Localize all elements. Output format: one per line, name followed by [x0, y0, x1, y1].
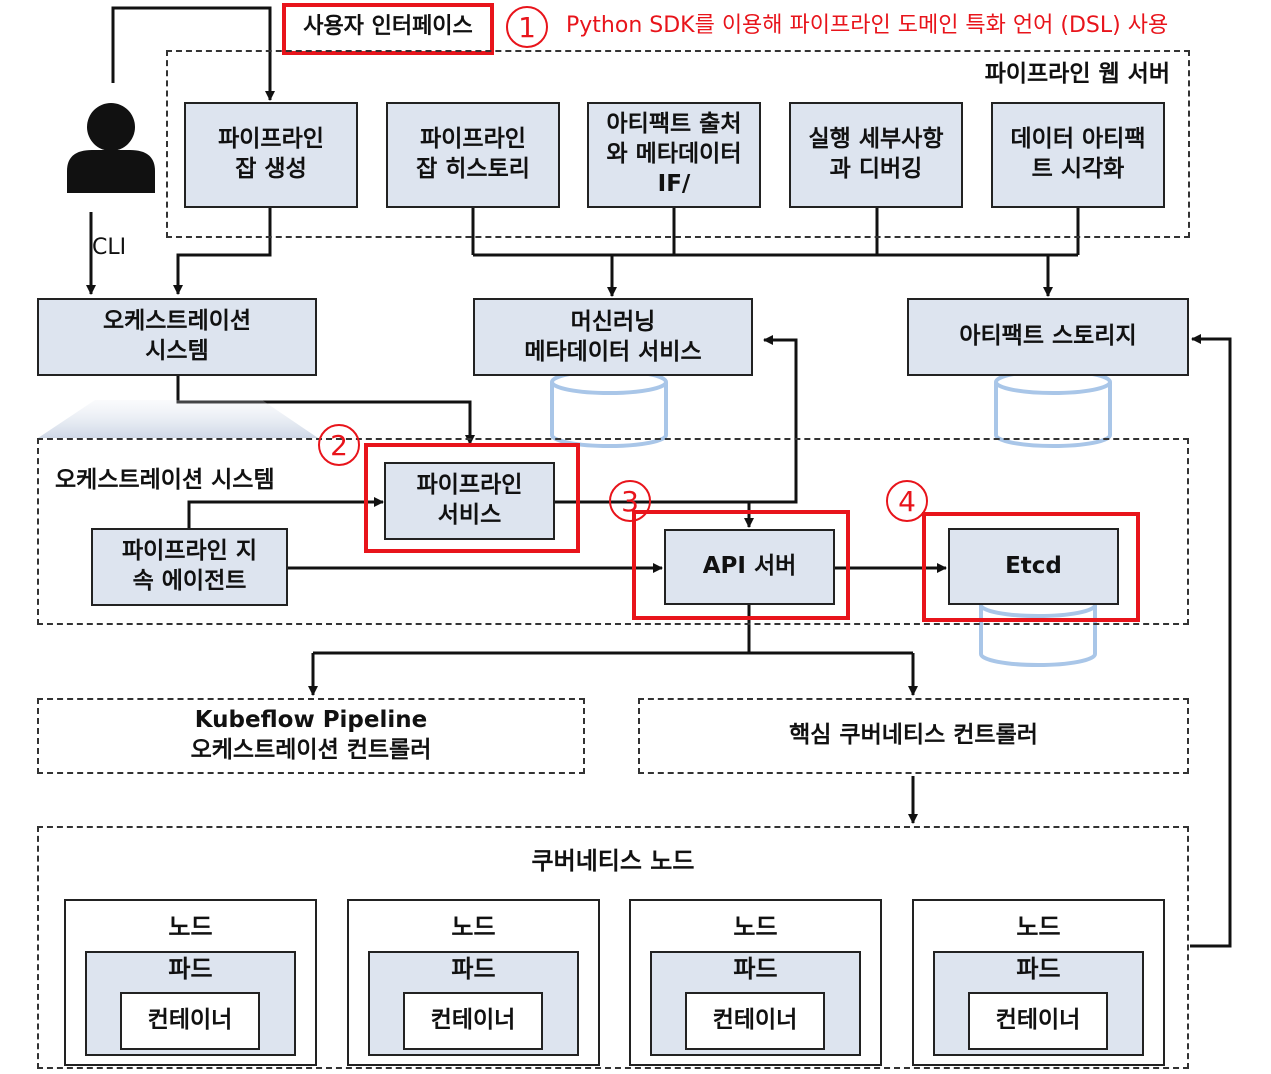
nodes-to-artifact-arrow: [1190, 334, 1232, 948]
web-item-artifact-visualization: 데이터 아티팩 트 시각화: [991, 102, 1165, 208]
core-k8s-controller-box: 핵심 쿠버네티스 컨트롤러: [638, 698, 1189, 774]
web-item-run-debugging: 실행 세부사항 과 디버깅: [789, 102, 963, 208]
orch-to-pipeline-service-arrow: [176, 376, 475, 445]
node-1-label: 노드: [168, 913, 213, 941]
highlight-etcd: [922, 512, 1140, 622]
web-item-job-creation: 파이프라인 잡 생성: [184, 102, 358, 208]
pod-3-label: 파드: [733, 955, 778, 983]
k8s-nodes-title: 쿠버네티스 노드: [531, 847, 695, 875]
api-server-box: API 서버: [664, 529, 835, 605]
artifact-db-icon: [994, 369, 1112, 448]
web-server-group: [166, 50, 1190, 238]
k8s-nodes-group: [37, 826, 1189, 1069]
pipeline-service-box: 파이프라인 서비스: [384, 462, 555, 540]
orchestration-system-box: 오케스트레이션 시스템: [37, 298, 317, 376]
zoom-perspective: [38, 400, 318, 438]
web-server-title: 파이프라인 웹 서버: [984, 61, 1170, 87]
container-4: 컨테이너: [968, 992, 1108, 1050]
pod-4-label: 파드: [1016, 955, 1061, 983]
etcd-box: Etcd: [948, 528, 1119, 605]
person-icon: [67, 103, 155, 193]
node-4-label: 노드: [1016, 913, 1061, 941]
container-2: 컨테이너: [403, 992, 543, 1050]
orchestration-group: [37, 438, 1189, 625]
kfp-controller-box: Kubeflow Pipeline 오케스트레이션 컨트롤러: [37, 698, 585, 774]
cli-label: CLI: [92, 235, 127, 260]
pod-2-label: 파드: [451, 955, 496, 983]
web-item-artifact-lineage: 아티팩트 출처 와 메타데이터 IF/: [587, 102, 761, 208]
highlight-pipeline-service: [364, 443, 580, 553]
service-to-metadata-arrow: [555, 335, 798, 504]
metadata-db-icon: [550, 369, 668, 448]
agent-to-pipeline-service-arrow: [187, 497, 384, 528]
highlight-api-server: [632, 510, 850, 620]
job-create-to-orch-arrow: [173, 208, 272, 295]
marker-4: 4: [886, 480, 928, 522]
node-3-label: 노드: [733, 913, 778, 941]
marker-3: 3: [609, 480, 651, 522]
node-2-label: 노드: [451, 913, 496, 941]
container-1: 컨테이너: [120, 992, 260, 1050]
highlight-user-interface: [282, 3, 494, 55]
artifact-storage-box: 아티팩트 스토리지: [907, 298, 1189, 376]
user-to-web-arrow: [111, 6, 275, 101]
container-3: 컨테이너: [685, 992, 825, 1050]
web-item-job-history: 파이프라인 잡 히스토리: [386, 102, 560, 208]
marker-2: 2: [318, 424, 360, 466]
orchestration-group-title: 오케스트레이션 시스템: [55, 467, 275, 493]
marker-1: 1: [506, 6, 548, 48]
pod-1-label: 파드: [168, 955, 213, 983]
annotation-note: Python SDK를 이용해 파이프라인 도메인 특화 언어 (DSL) 사용: [566, 13, 1169, 38]
ml-metadata-service-box: 머신러닝 메타데이터 서비스: [473, 298, 753, 376]
user-interface-label: 사용자 인터페이스: [303, 14, 473, 39]
persistence-agent-box: 파이프라인 지 속 에이전트: [91, 528, 288, 606]
